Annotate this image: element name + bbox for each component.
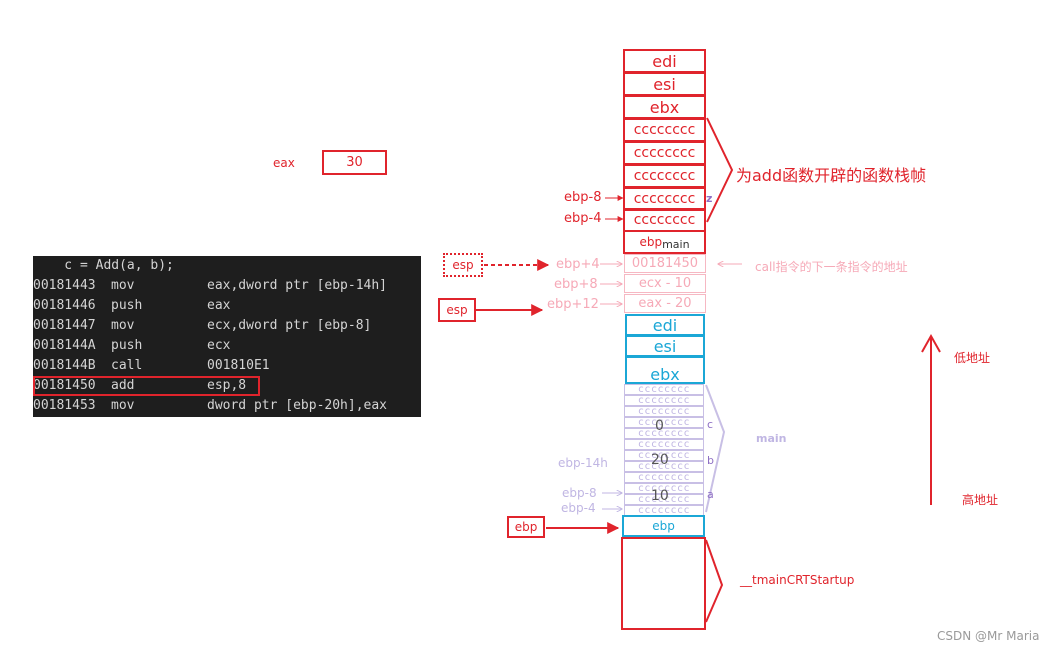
code-header: c = Add(a, b); xyxy=(33,258,174,273)
param-eax: eax - 20 xyxy=(624,294,706,313)
main-frame-filler-cell: cccccccc xyxy=(624,450,704,461)
code-addr: 00181450 xyxy=(33,378,96,393)
add-frame-cc-4: cccccccc xyxy=(623,187,706,211)
main-frame-edi: edi xyxy=(625,314,705,336)
code-addr: 00181446 xyxy=(33,298,96,313)
main-var-b-value: 20 xyxy=(651,452,669,468)
add-frame-cc-2: cccccccc xyxy=(623,141,706,165)
add-frame-ebx: ebx xyxy=(623,95,706,119)
code-args: esp,8 xyxy=(207,378,247,393)
code-args: ecx,dword ptr [ebp-8] xyxy=(207,318,372,333)
offset-ebp+8: ebp+8 xyxy=(554,277,598,292)
code-addr: 0018144A xyxy=(33,338,96,353)
main-offset-ebp-8: ebp-8 xyxy=(562,486,597,500)
code-op: mov xyxy=(111,278,135,293)
code-addr: 00181453 xyxy=(33,398,96,413)
main-frame-filler-cell: cccccccc xyxy=(624,472,704,483)
code-op: push xyxy=(111,298,143,313)
code-op: mov xyxy=(111,398,135,413)
main-frame-filler-cell: cccccccc xyxy=(624,494,704,505)
main-var-b-label: b xyxy=(707,454,714,467)
code-args: eax,dword ptr [ebp-14h] xyxy=(207,278,388,293)
code-addr: 0018144B xyxy=(33,358,96,373)
main-frame-filler-cell: cccccccc xyxy=(624,439,704,450)
low-address-label: 低地址 xyxy=(954,351,991,365)
code-args: 001810E1 xyxy=(207,358,270,373)
code-addr: 00181447 xyxy=(33,318,96,333)
offset-ebp+4: ebp+4 xyxy=(556,257,600,272)
code-row: 00181446 push eax xyxy=(33,296,421,316)
code-args: ecx xyxy=(207,338,231,353)
main-offset-ebp-14h: ebp-14h xyxy=(558,456,608,470)
main-frame-esi: esi xyxy=(625,335,705,357)
highlight-box xyxy=(33,376,260,396)
ebp-pointer-box: ebp xyxy=(507,516,545,538)
offset-ebp+12: ebp+12 xyxy=(547,297,599,312)
main-frame-filler-cell: cccccccc xyxy=(624,406,704,417)
main-frame-filler-cell: cccccccc xyxy=(624,395,704,406)
startup-frame xyxy=(621,537,706,630)
startup-label: __tmainCRTStartup xyxy=(740,573,855,587)
esp-old-box: esp xyxy=(443,253,483,277)
main-offset-ebp-4: ebp-4 xyxy=(561,501,596,515)
code-row: 00181453 mov dword ptr [ebp-20h],eax xyxy=(33,396,421,416)
main-frame-filler-cell: cccccccc xyxy=(624,428,704,439)
code-addr: 00181443 xyxy=(33,278,96,293)
esp-new-box: esp xyxy=(438,298,476,322)
code-args: eax xyxy=(207,298,231,313)
code-row: 0018144B call 001810E1 xyxy=(33,356,421,376)
address-direction-arrowhead xyxy=(921,333,941,353)
main-frame-ebx: ebx xyxy=(625,356,705,384)
add-frame-label: 为add函数开辟的函数栈帧 xyxy=(736,166,927,185)
main-var-a-value: 10 xyxy=(651,488,669,504)
add-frame-ebp-text: ebp xyxy=(639,235,663,249)
add-frame-brace xyxy=(706,117,734,223)
add-frame-cc-3: cccccccc xyxy=(623,164,706,188)
main-frame-ebp-cell: ebp xyxy=(622,515,705,537)
add-frame-cc-1: cccccccc xyxy=(623,118,706,142)
add-frame-ebp-sub: main xyxy=(662,237,690,251)
main-frame-filler-cell: cccccccc xyxy=(624,417,704,428)
main-frame-brace xyxy=(705,384,726,513)
add-offset-ebp-8: ebp-8 xyxy=(564,190,602,205)
param-ecx: ecx - 10 xyxy=(624,274,706,293)
add-frame-overlay-z: z xyxy=(706,192,713,205)
add-frame-esi: esi xyxy=(623,72,706,96)
watermark: CSDN @Mr Maria xyxy=(937,629,1040,643)
code-op: add xyxy=(111,378,135,393)
main-var-c-label: c xyxy=(707,418,714,431)
main-frame-filler-cell: cccccccc xyxy=(624,461,704,472)
code-args: dword ptr [ebp-20h],eax xyxy=(207,398,388,413)
main-var-a-label: a xyxy=(707,488,714,501)
main-frame-label: main xyxy=(756,432,787,445)
eax-value-box: 30 xyxy=(322,150,387,175)
main-var-c-value: 0 xyxy=(655,418,664,434)
code-row: 00181450 add esp,8 xyxy=(33,376,421,396)
return-addr-note: call指令的下一条指令的地址 xyxy=(755,260,908,274)
main-frame-filler-cell: cccccccc xyxy=(624,384,704,395)
param-ret-addr: 00181450 xyxy=(624,254,706,273)
add-frame-cc-5: cccccccc xyxy=(623,208,706,232)
eax-label: eax xyxy=(273,156,295,170)
high-address-label: 高地址 xyxy=(962,493,999,507)
add-frame-edi: edi xyxy=(623,49,706,73)
disassembly-panel: c = Add(a, b); 00181443 mov eax,dword ptr … xyxy=(33,256,421,417)
add-offset-ebp-4: ebp-4 xyxy=(564,211,602,226)
code-row: 00181443 mov eax,dword ptr [ebp-14h] xyxy=(33,276,421,296)
startup-brace xyxy=(705,539,724,623)
code-op: call xyxy=(111,358,143,373)
code-op: mov xyxy=(111,318,135,333)
main-frame-filler-cell: cccccccc xyxy=(624,483,704,494)
code-op: push xyxy=(111,338,143,353)
code-row: 00181447 mov ecx,dword ptr [ebp-8] xyxy=(33,316,421,336)
code-row: 0018144A push ecx xyxy=(33,336,421,356)
